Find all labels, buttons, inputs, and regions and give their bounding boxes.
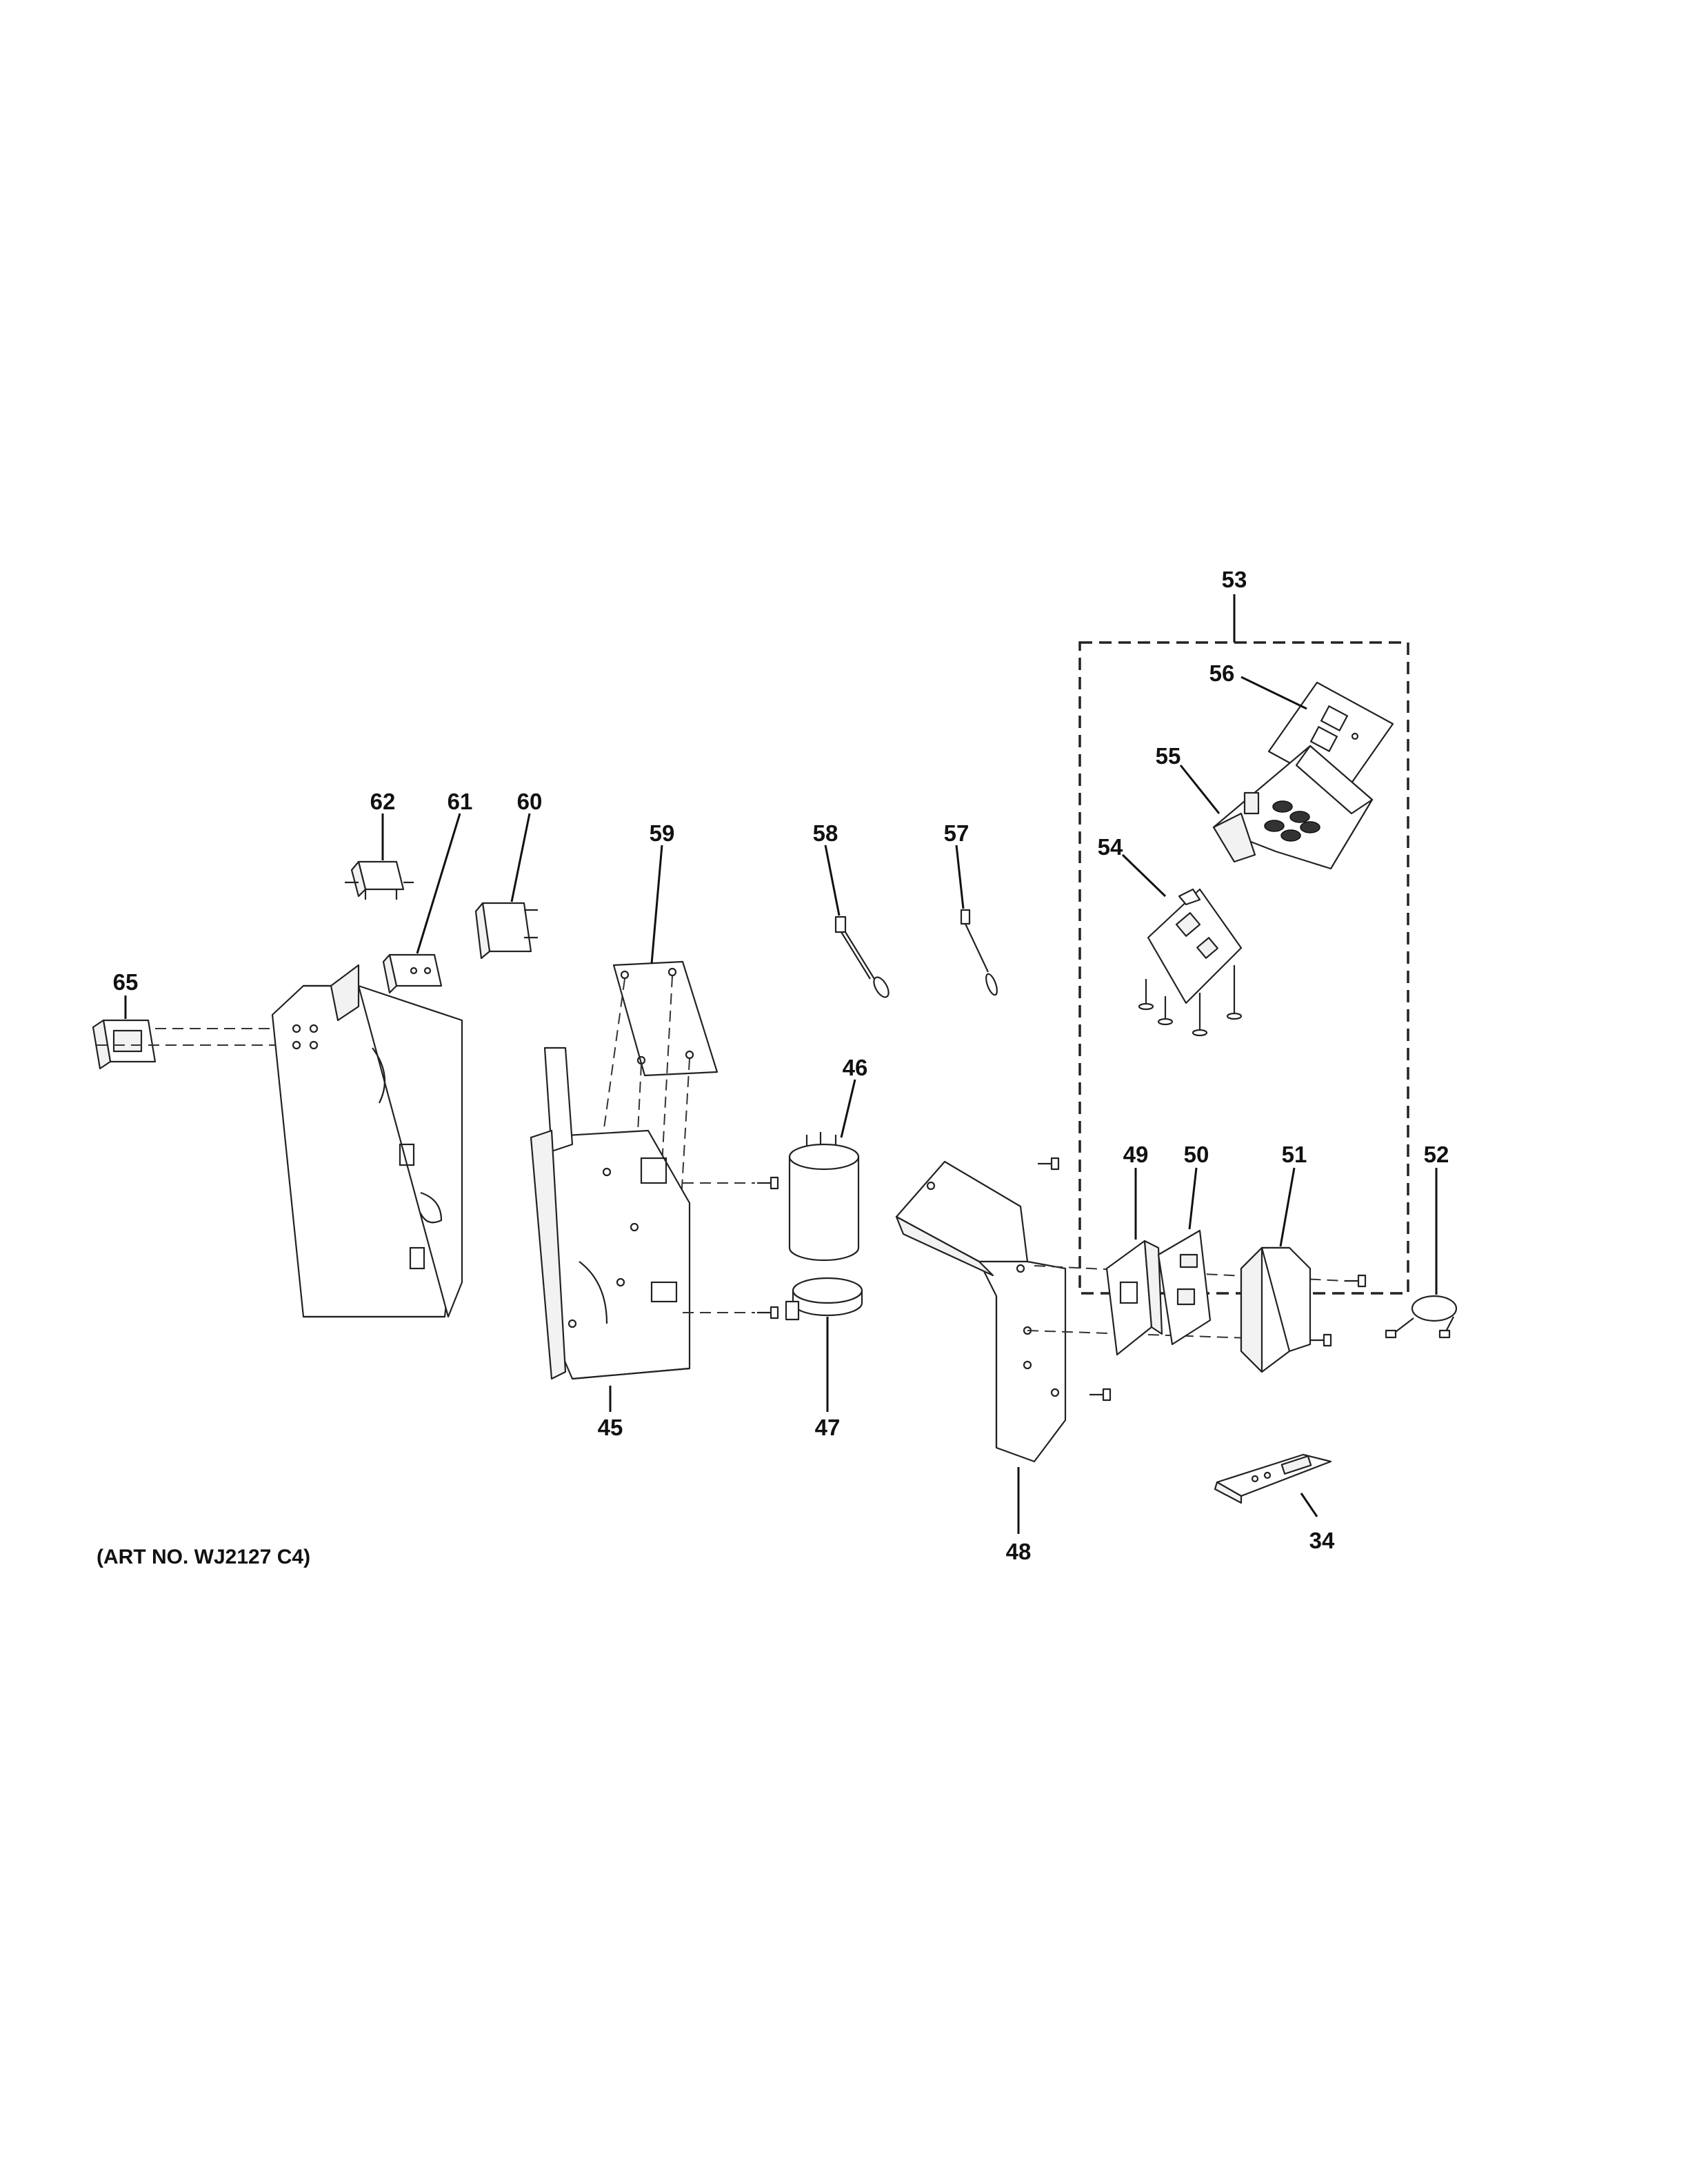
screw-51-top[interactable]: [1345, 1274, 1367, 1288]
part-52-wire[interactable]: [1385, 1295, 1458, 1339]
leader-58: [824, 845, 841, 916]
dash-48-b: [1027, 1330, 1311, 1341]
dash-59-b: [661, 975, 673, 1166]
leader-56: [1240, 676, 1307, 710]
part-58-sensor[interactable]: [834, 916, 892, 1000]
part-51-cover[interactable]: [1240, 1246, 1312, 1373]
callout-65[interactable]: 65: [113, 969, 139, 995]
callout-49[interactable]: 49: [1123, 1142, 1149, 1167]
leader-50: [1188, 1167, 1198, 1230]
screw-45-a[interactable]: [757, 1176, 779, 1190]
part-49-holder[interactable]: [1105, 1240, 1163, 1356]
callout-59[interactable]: 59: [650, 820, 675, 846]
part-54-control-board[interactable]: [1138, 888, 1243, 1037]
leader-61: [416, 813, 461, 954]
leader-60: [510, 813, 531, 902]
callout-53[interactable]: 53: [1222, 567, 1247, 592]
part-47-capacitor-strap[interactable]: [785, 1277, 863, 1321]
callout-61[interactable]: 61: [448, 789, 473, 814]
part-48-control-housing[interactable]: [895, 1160, 1067, 1463]
leader-55: [1179, 765, 1220, 814]
screw-48-top[interactable]: [1038, 1157, 1060, 1171]
part-65-transformer[interactable]: [92, 1019, 157, 1070]
part-61-component[interactable]: [382, 953, 443, 994]
callout-56[interactable]: 56: [1209, 660, 1235, 686]
leader-51: [1279, 1167, 1296, 1247]
part-control-box-cover[interactable]: [271, 964, 463, 1318]
callout-46[interactable]: 46: [843, 1055, 868, 1080]
screw-48-bottom[interactable]: [1089, 1388, 1112, 1402]
callout-52[interactable]: 52: [1424, 1142, 1449, 1167]
callout-51[interactable]: 51: [1282, 1142, 1307, 1167]
leader-46: [840, 1079, 856, 1138]
callout-57[interactable]: 57: [944, 820, 969, 846]
callout-45[interactable]: 45: [598, 1415, 623, 1440]
callout-60[interactable]: 60: [517, 789, 543, 814]
callout-34[interactable]: 34: [1309, 1528, 1335, 1553]
callout-58[interactable]: 58: [813, 820, 838, 846]
callout-62[interactable]: 62: [370, 789, 396, 814]
dash-59-a: [599, 978, 625, 1159]
callout-47[interactable]: 47: [815, 1415, 841, 1440]
leader-54: [1121, 853, 1167, 898]
screw-45-b[interactable]: [757, 1306, 779, 1320]
leader-59: [650, 845, 663, 964]
callout-48[interactable]: 48: [1006, 1539, 1032, 1564]
screw-51-bottom[interactable]: [1310, 1333, 1332, 1347]
dash-59-c: [632, 1064, 642, 1228]
leader-57: [955, 845, 965, 909]
callout-54[interactable]: 54: [1098, 834, 1123, 860]
part-59-plate[interactable]: [612, 960, 719, 1077]
part-60-transformer[interactable]: [474, 902, 538, 960]
leader-34: [1300, 1493, 1318, 1517]
callout-50[interactable]: 50: [1184, 1142, 1209, 1167]
part-46-capacitor[interactable]: [788, 1132, 860, 1262]
part-55-control-housing[interactable]: [1212, 745, 1374, 870]
callout-55[interactable]: 55: [1156, 743, 1181, 769]
part-57-sensor[interactable]: [960, 909, 999, 996]
part-50-receiver-board[interactable]: [1157, 1229, 1212, 1346]
part-62-relay[interactable]: [345, 860, 414, 900]
part-34-remote-control[interactable]: [1214, 1453, 1332, 1504]
part-45-control-bracket[interactable]: [530, 1046, 691, 1380]
art-number-label: (ART NO. WJ2127 C4): [97, 1546, 310, 1568]
